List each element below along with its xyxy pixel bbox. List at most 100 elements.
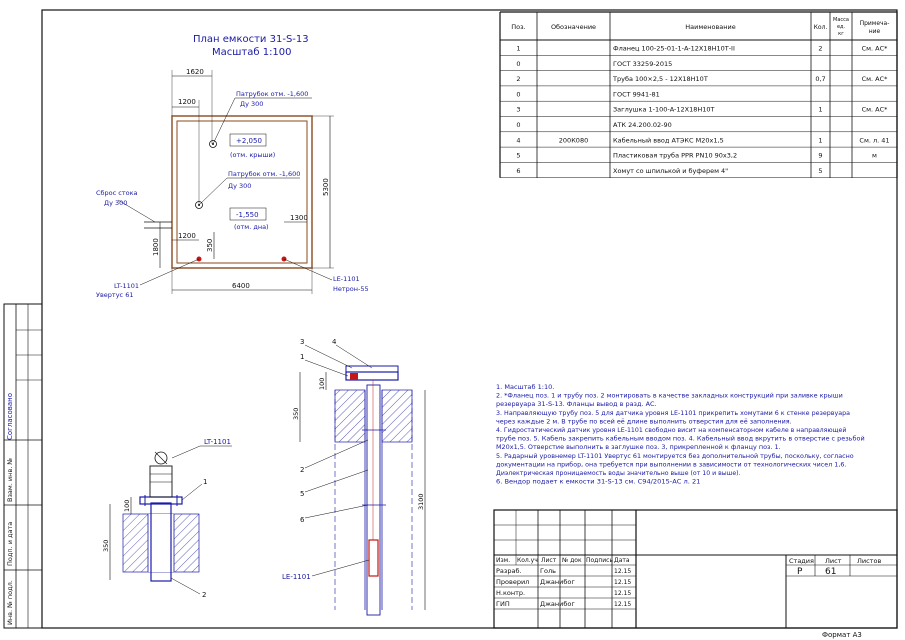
dim-bot-a: 1200 (178, 232, 196, 240)
section-left-pos2: 2 (202, 591, 206, 599)
tb-col-sign: Подпись (586, 557, 613, 564)
spec-cell-pos: 1 (516, 45, 520, 53)
section-right-pos2: 2 (300, 466, 304, 474)
tb-sheet-value: 61 (825, 567, 836, 577)
tb-sheet-header: Лист (825, 557, 842, 565)
section-right-pos1: 1 (300, 353, 304, 361)
tb-role-1: Разраб. (496, 567, 522, 575)
tb-name-1: Голь (540, 567, 556, 575)
spec-header-note: ние (869, 28, 881, 35)
dim-top: 1620 (186, 68, 204, 76)
spec-cell-name: Труба 100×2,5 - 12Х18Н10Т (612, 75, 708, 83)
note-line: трубе поз. 5. Кабель закрепить кабельным… (496, 435, 865, 443)
notes: 1. Масштаб 1:10.2. *Фланец поз. 1 и труб… (496, 383, 865, 486)
plan-title: План емкости 31-S-13 (193, 34, 309, 45)
dim-left: 1200 (178, 98, 196, 106)
tb-stage-value: Р (797, 567, 803, 577)
dim-right-b: 1300 (290, 214, 308, 222)
spec-cell-name: Кабельный ввод АТЭКС М20х1,5 (613, 136, 724, 144)
spec-cell-qty: 9 (818, 152, 822, 160)
spec-cell-note: См. АС* (862, 75, 889, 83)
tb-col-date: Дата (614, 557, 630, 564)
nozzle-1-size: Ду 300 (240, 100, 263, 108)
note-line: 6. Вендор подает к емкости 31-S-13 см. С… (496, 479, 701, 486)
tb-col-doc: № док (562, 557, 582, 564)
section-left: LT-1101 100 350 1 2 (102, 438, 232, 599)
title-block: Изм. Кол.уч Лист № док Подпись Дата Разр… (493, 509, 898, 629)
section-left-dim-b: 350 (102, 540, 110, 552)
plastic-pipe-5 (366, 384, 381, 616)
spec-cell-pos: 0 (516, 121, 520, 129)
tb-date-1: 12.15 (614, 568, 631, 575)
nozzle-2-size: Ду 300 (228, 182, 251, 190)
spec-cell-qty: 1 (818, 136, 822, 144)
spec-cell-pos: 0 (516, 60, 520, 68)
note-line: 2. *Фланец поз. 1 и трубу поз. 2 монтиро… (496, 392, 843, 400)
spec-cell-pos: 3 (516, 106, 520, 114)
note-line: Диэлектрическая проницаемость воды значи… (496, 470, 741, 477)
tb-col-kol: Кол.уч (517, 557, 538, 564)
spec-cell-note: См. АС* (862, 45, 889, 53)
note-line: 1. Масштаб 1:10. (496, 383, 554, 391)
tb-date-4: 12.15 (614, 601, 631, 608)
note-line: М20х1,5. Отверстие выполнить в заглушке … (496, 443, 781, 451)
plan-scale: Масштаб 1:100 (212, 47, 292, 58)
tb-col-list: Лист (541, 557, 557, 564)
le-1101-sensor (368, 539, 379, 577)
note-line: 5. Радарный уровнемер LT-1101 Увертус 61… (496, 452, 854, 460)
tank-outline (171, 115, 313, 269)
spec-cell-name: ГОСТ 9941-81 (613, 90, 660, 98)
nozzle-1-label: Патрубок отм. -1,600 (236, 90, 308, 98)
spec-cell-name: Хомут со шпилькой и буферем 4" (613, 167, 728, 175)
spec-header-pos: Поз. (511, 23, 525, 31)
section-right-tag: LE-1101 (282, 573, 311, 581)
note-line: через каждые 2 м. В трубе по всей её дли… (496, 417, 792, 425)
spec-header-mass: кг (838, 31, 844, 37)
spec-cell-qty: 0,7 (815, 75, 825, 83)
nozzle-1-marker (209, 140, 217, 148)
dim-left-vert: 1800 (152, 238, 160, 256)
sign-date-label: Подп. и дата (6, 522, 14, 566)
le-label: LE-1101 (333, 275, 360, 283)
blind-3 (345, 365, 399, 373)
spec-header-designation: Обозначение (551, 23, 596, 31)
tb-role-3: Н.контр. (496, 589, 525, 597)
note-line: 4. Гидростатический датчик уровня LE-110… (496, 426, 846, 434)
note-line: 3. Направляющую трубу поз. 5 для датчика… (496, 409, 850, 417)
section-right-pos6: 6 (300, 516, 305, 524)
plan-view: План емкости 31-S-13 Масштаб 1:100 1620 … (96, 34, 369, 299)
section-right-dim-b: 350 (292, 408, 300, 420)
tb-name-2: Джанибог (540, 578, 575, 586)
format-label: Формат А3 (822, 631, 862, 639)
elev-bot: -1,550 (236, 211, 259, 219)
side-stamp: Согласовано Взам. инв. № Подп. и дата Ин… (3, 303, 43, 629)
spec-header-name: Наименование (685, 23, 736, 31)
spec-header-qty: Кол. (814, 24, 828, 31)
note-line: документации на прибор, она требуется пр… (496, 460, 846, 468)
dim-bottom: 6400 (232, 282, 250, 290)
tb-name-4: Джанибог (540, 600, 575, 608)
dim-right: 5300 (322, 178, 330, 196)
tb-date-3: 12.15 (614, 590, 631, 597)
section-right-pos4: 4 (332, 338, 337, 346)
pipe-2-left (150, 502, 172, 582)
spec-cell-pos: 0 (516, 90, 520, 98)
inv-orig-label: Инв. № подл. (6, 580, 14, 625)
section-left-pos1: 1 (203, 478, 207, 486)
spec-cell-name: Заглушка 1-100-A-12Х18Н10Т (613, 106, 715, 114)
spec-header-note: Примеча- (860, 20, 890, 27)
section-left-dim-a: 100 (123, 500, 131, 512)
section-right-dim-a: 100 (318, 378, 326, 390)
lt-type: Увертус 61 (96, 291, 133, 299)
drain-size: Ду 300 (104, 199, 127, 207)
spec-cell-pos: 5 (516, 152, 520, 160)
spec-cell-note: См. АС* (862, 106, 889, 114)
nozzle-2-marker (195, 201, 203, 209)
tb-stage-header: Стадия (789, 557, 814, 565)
spec-cell-qty: 2 (818, 45, 822, 53)
spec-cell-pos: 2 (516, 75, 520, 83)
elev-bot-note: (отм. дна) (234, 223, 269, 231)
le-type: Нетрон-55 (333, 285, 369, 293)
tb-col-izm: Изм. (496, 557, 510, 564)
